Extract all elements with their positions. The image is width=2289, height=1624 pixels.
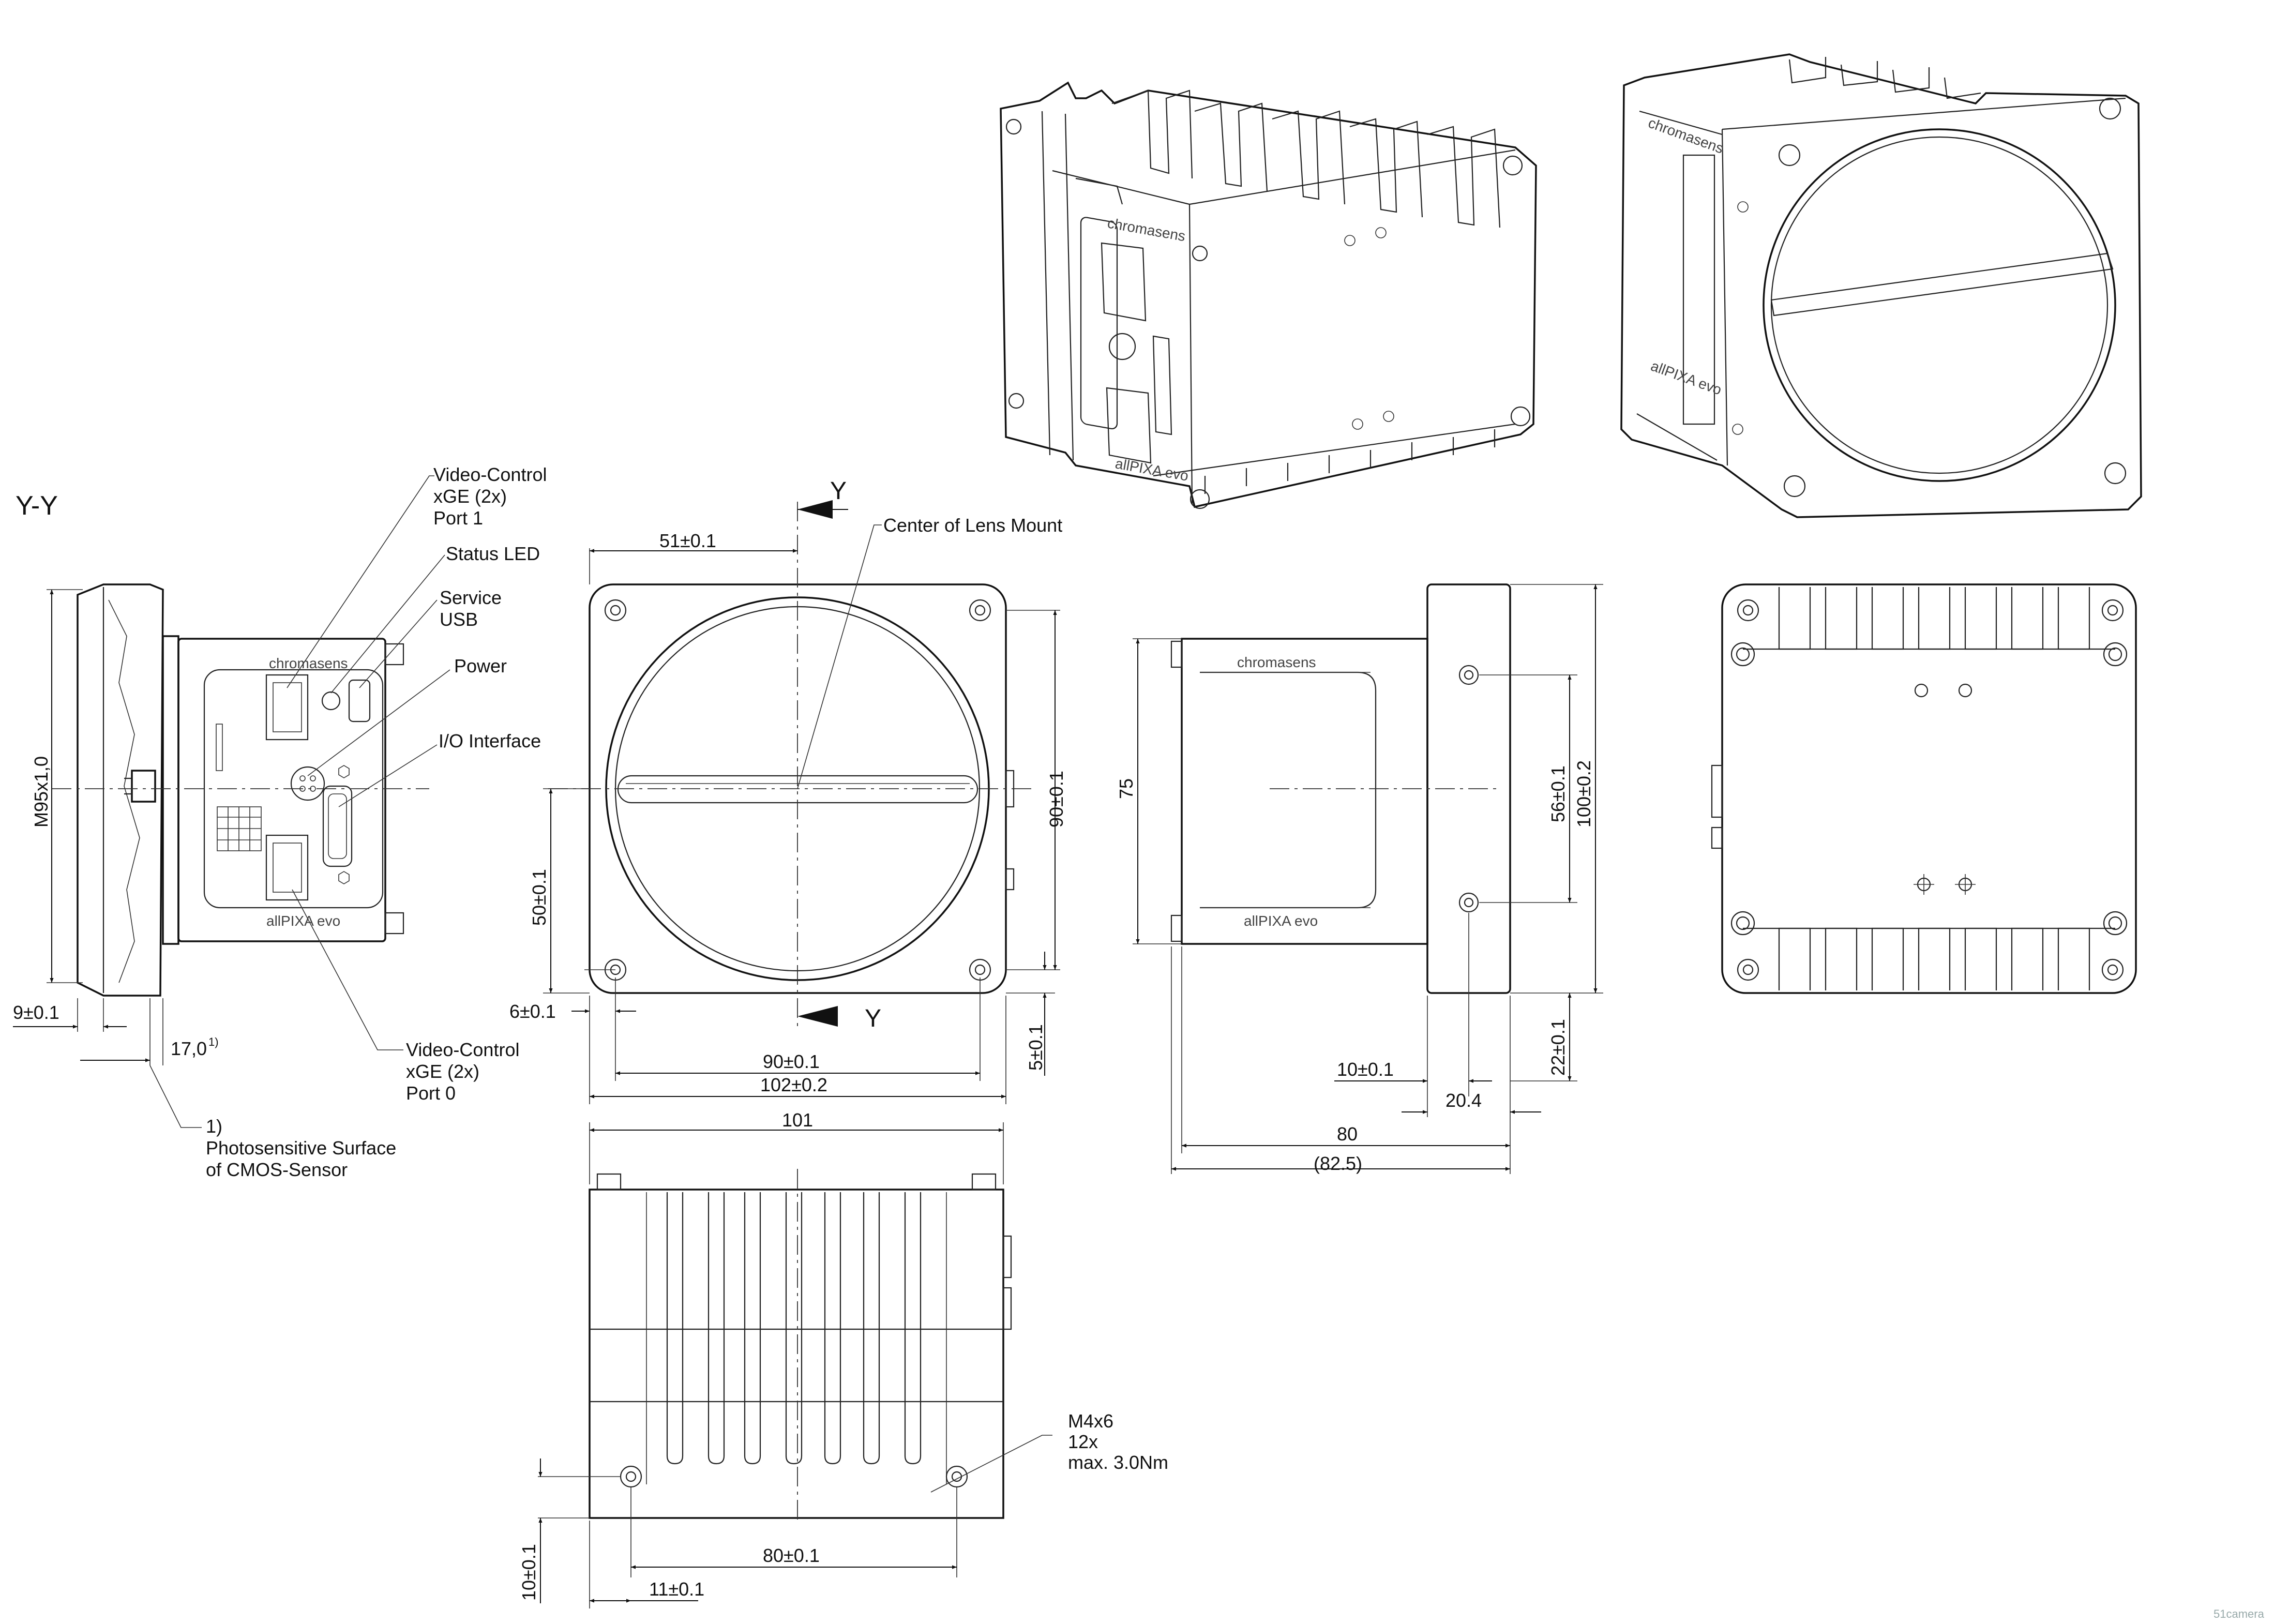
brand-model-rear: allPIXA evo xyxy=(266,913,340,929)
back-fins-bottom xyxy=(1743,927,2115,990)
back-plate xyxy=(1721,583,2137,994)
callout-photo-l3: of CMOS-Sensor xyxy=(206,1159,348,1180)
rear-view-dimensions: M95x1,0 9±0.1 17,0 1) xyxy=(13,589,219,1065)
section-marker-top: Y xyxy=(830,477,847,505)
side-view-dimensions: 75 56±0.1 100±0.2 22±0.1 10±0.1 20.4 80 … xyxy=(1116,584,1603,1174)
front-view: Y Y Center of Lens Mount xyxy=(548,477,1062,1032)
callout-center-lens: Center of Lens Mount xyxy=(883,515,1062,536)
side-view: chromasens allPIXA evo xyxy=(1170,583,1511,994)
brand-maker-iso2: chromasens xyxy=(1646,115,1726,157)
port0-connector xyxy=(265,834,309,901)
section-label: Y-Y xyxy=(16,491,58,521)
dim-56: 56±0.1 xyxy=(1547,765,1569,822)
dim-51: 51±0.1 xyxy=(659,530,716,551)
back-view xyxy=(1711,583,2137,994)
bottom-fins xyxy=(666,1192,922,1465)
callout-video-port1-l1: Video-Control xyxy=(433,464,547,485)
iso-fins xyxy=(1111,89,1516,494)
iso-front-fins xyxy=(1788,57,1981,99)
status-led xyxy=(321,691,341,711)
brand-maker-side: chromasens xyxy=(1237,654,1316,670)
dim-82-5: (82.5) xyxy=(1314,1153,1362,1174)
callout-io: I/O Interface xyxy=(439,730,541,751)
callout-photo-l1: 1) xyxy=(206,1116,222,1137)
brand-model-iso2: allPIXA evo xyxy=(1649,358,1724,398)
bottom-view xyxy=(589,1169,1012,1521)
dim-9: 9±0.1 xyxy=(13,1002,59,1023)
back-fins-top xyxy=(1743,587,2115,650)
dim-20-4: 20.4 xyxy=(1445,1090,1482,1111)
dim-90v: 90±0.1 xyxy=(1046,771,1067,828)
callout-video-port1-l2: xGE (2x) xyxy=(433,486,507,507)
callout-photo-l2: Photosensitive Surface xyxy=(206,1137,396,1159)
dim-10-side: 10±0.1 xyxy=(1337,1059,1394,1080)
callout-mount-l1: M4x6 xyxy=(1068,1410,1113,1432)
callout-video-port1-l3: Port 1 xyxy=(433,507,483,529)
dim-6: 6±0.1 xyxy=(509,1001,556,1022)
side-body xyxy=(1181,638,1428,945)
dim-22: 22±0.1 xyxy=(1547,1019,1569,1076)
iso-front-view: chromasens allPIXA evo xyxy=(1620,53,2142,518)
dim-50: 50±0.1 xyxy=(529,869,550,926)
io-connector xyxy=(322,785,353,867)
callout-video-port0-l2: xGE (2x) xyxy=(406,1061,479,1082)
back-screws xyxy=(1730,599,2128,981)
port1-connector xyxy=(265,674,309,741)
camera-body xyxy=(177,638,386,942)
dim-10b: 10±0.1 xyxy=(518,1544,539,1601)
power-connector xyxy=(290,766,325,801)
dim-90h: 90±0.1 xyxy=(763,1051,820,1072)
dim-17: 17,0 xyxy=(171,1038,207,1059)
flange-body xyxy=(77,583,164,997)
usb-port xyxy=(348,679,371,723)
mount-thread xyxy=(131,770,156,803)
dim-m95: M95x1,0 xyxy=(31,756,52,828)
callout-video-port0-l1: Video-Control xyxy=(406,1039,519,1060)
bottom-view-dimensions: 101 80±0.1 11±0.1 10±0.1 M4x6 12x max. 3… xyxy=(518,1109,1168,1608)
brand-maker-iso1: chromasens xyxy=(1106,215,1187,244)
rear-view-callouts: Video-Control xGE (2x) Port 1 Status LED… xyxy=(149,464,547,1180)
brand-maker-rear: chromasens xyxy=(269,655,348,671)
dim-100: 100±0.2 xyxy=(1573,760,1594,828)
bottom-body xyxy=(589,1189,1004,1519)
callout-power: Power xyxy=(454,655,507,676)
callout-mount-l2: 12x xyxy=(1068,1431,1098,1452)
dim-5: 5±0.1 xyxy=(1025,1024,1046,1071)
dim-102: 102±0.2 xyxy=(760,1074,827,1095)
front-view-dimensions: 51±0.1 90±0.1 50±0.1 6±0.1 5±0.1 90±0.1 … xyxy=(509,530,1067,1104)
callout-status-led: Status LED xyxy=(446,543,540,564)
dim-17-note: 1) xyxy=(208,1035,219,1048)
section-marker-bottom: Y xyxy=(865,1005,881,1032)
watermark: 51camera xyxy=(2213,1607,2265,1620)
iso-rear-view: chromasens allPIXA evo xyxy=(1000,81,1537,509)
dim-11: 11±0.1 xyxy=(649,1578,704,1600)
callout-video-port0-l3: Port 0 xyxy=(406,1082,456,1104)
callout-usb-l2: USB xyxy=(440,609,478,630)
callout-mount-l3: max. 3.0Nm xyxy=(1068,1452,1168,1473)
dim-101: 101 xyxy=(782,1109,813,1131)
dim-75: 75 xyxy=(1116,778,1137,799)
dim-80b: 80±0.1 xyxy=(763,1545,820,1566)
brand-model-side: allPIXA evo xyxy=(1244,913,1318,929)
rear-view: chromasens allPIXA evo xyxy=(52,583,429,997)
dim-80-side: 80 xyxy=(1337,1123,1358,1145)
callout-usb-l1: Service xyxy=(440,587,502,608)
